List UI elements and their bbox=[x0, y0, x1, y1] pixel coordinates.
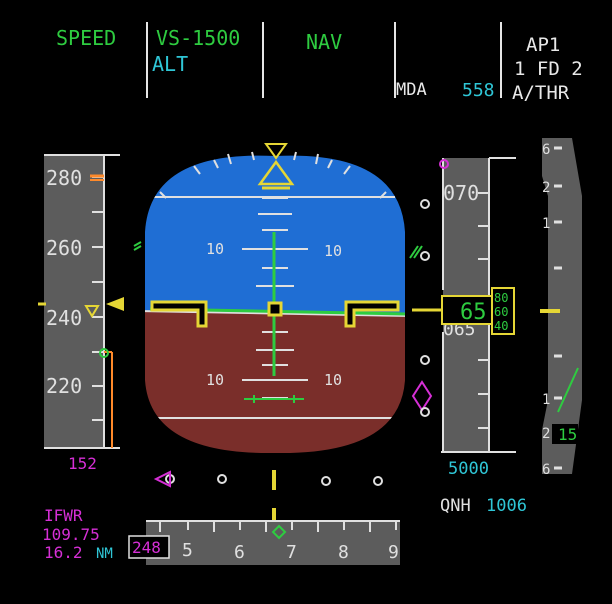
autothrust-status: A/THR bbox=[512, 82, 570, 104]
fma-divider bbox=[146, 22, 148, 98]
speed-tape bbox=[44, 155, 104, 448]
altitude-target-icon bbox=[439, 159, 449, 169]
nav-frequency: 109.75 bbox=[42, 525, 100, 544]
selected-heading-box bbox=[128, 535, 170, 559]
fma-lateral-mode: NAV bbox=[306, 30, 343, 54]
nav-distance: 16.2 bbox=[44, 543, 83, 562]
selected-altitude: 5000 bbox=[448, 459, 489, 479]
pitch-label: 10 bbox=[324, 242, 342, 260]
altitude-drum-digit: 40 bbox=[494, 319, 508, 333]
heading-label: 8 bbox=[338, 542, 349, 563]
qnh-label: QNH bbox=[440, 496, 471, 516]
fma-speed-mode: SPEED bbox=[56, 26, 117, 50]
speed-target-readout: 152 bbox=[68, 454, 97, 473]
autopilot-status: AP1 bbox=[526, 34, 561, 56]
heading-label: 7 bbox=[286, 542, 297, 563]
localizer-pointer-icon bbox=[153, 470, 171, 488]
nav-distance-unit: NM bbox=[96, 546, 113, 562]
heading-label: 9 bbox=[388, 542, 399, 563]
speed-pointer-icon bbox=[106, 297, 124, 311]
flight-mode-annunciator: SPEED VS-1500 ALT NAV MDA 558 AP1 1 FD 2… bbox=[0, 0, 612, 110]
glideslope-scale bbox=[420, 199, 430, 417]
heading-ticks bbox=[159, 521, 397, 532]
speed-label: 220 bbox=[46, 374, 82, 398]
flight-director-status: 1 FD 2 bbox=[514, 58, 583, 80]
speed-label: 240 bbox=[46, 306, 82, 330]
nav-source: IFWR bbox=[44, 506, 83, 525]
green-dot-icon bbox=[99, 348, 109, 358]
mda-value: 558 bbox=[462, 80, 495, 101]
pitch-label: 10 bbox=[206, 240, 224, 258]
altitude-ticks bbox=[478, 192, 489, 429]
vsi-label: 6 bbox=[542, 462, 550, 478]
heading-label: 5 bbox=[182, 540, 193, 561]
ground bbox=[145, 311, 405, 454]
fma-divider bbox=[394, 22, 396, 98]
fma-divider bbox=[262, 22, 264, 98]
localizer-scale bbox=[165, 474, 383, 486]
aircraft-symbol-icon bbox=[150, 300, 400, 328]
fma-divider bbox=[500, 22, 502, 98]
pitch-label: 10 bbox=[324, 371, 342, 389]
altitude-drum bbox=[491, 287, 515, 335]
altitude-drum-digit: 80 bbox=[494, 291, 508, 305]
vsi-needle bbox=[557, 367, 579, 413]
speed-trend-icon bbox=[84, 305, 100, 318]
vsi-label: 6 bbox=[542, 142, 550, 158]
pitch-label: 10 bbox=[206, 371, 224, 389]
speed-label: 280 bbox=[46, 166, 82, 190]
altitude-current: 65 bbox=[460, 300, 487, 325]
track-diamond-icon bbox=[271, 524, 287, 540]
fma-vertical-mode: VS-1500 bbox=[156, 26, 241, 50]
mda-label: MDA bbox=[396, 80, 427, 100]
vsi-readout-bg bbox=[552, 424, 578, 444]
altitude-label: 070 bbox=[443, 181, 479, 205]
selected-heading: 248 bbox=[132, 538, 161, 557]
vsi-label: 2 bbox=[542, 180, 550, 196]
speed-label: 260 bbox=[46, 236, 82, 260]
ils-diamond-icon bbox=[411, 380, 433, 412]
fma-vertical-armed: ALT bbox=[152, 52, 189, 76]
vsi-readout: 15 bbox=[558, 425, 577, 444]
bank-index-icon bbox=[264, 143, 288, 160]
altitude-drum-digit: 60 bbox=[494, 305, 508, 319]
qnh-value: 1006 bbox=[486, 496, 527, 516]
roll-scale bbox=[159, 151, 387, 199]
heading-label: 6 bbox=[234, 542, 245, 563]
vertical-speed-scale bbox=[542, 138, 582, 474]
vsi-label: 1 bbox=[542, 392, 550, 408]
vsi-label: 2 bbox=[542, 426, 550, 442]
vsi-label: 1 bbox=[542, 216, 550, 232]
roll-pointer-icon bbox=[257, 159, 295, 186]
